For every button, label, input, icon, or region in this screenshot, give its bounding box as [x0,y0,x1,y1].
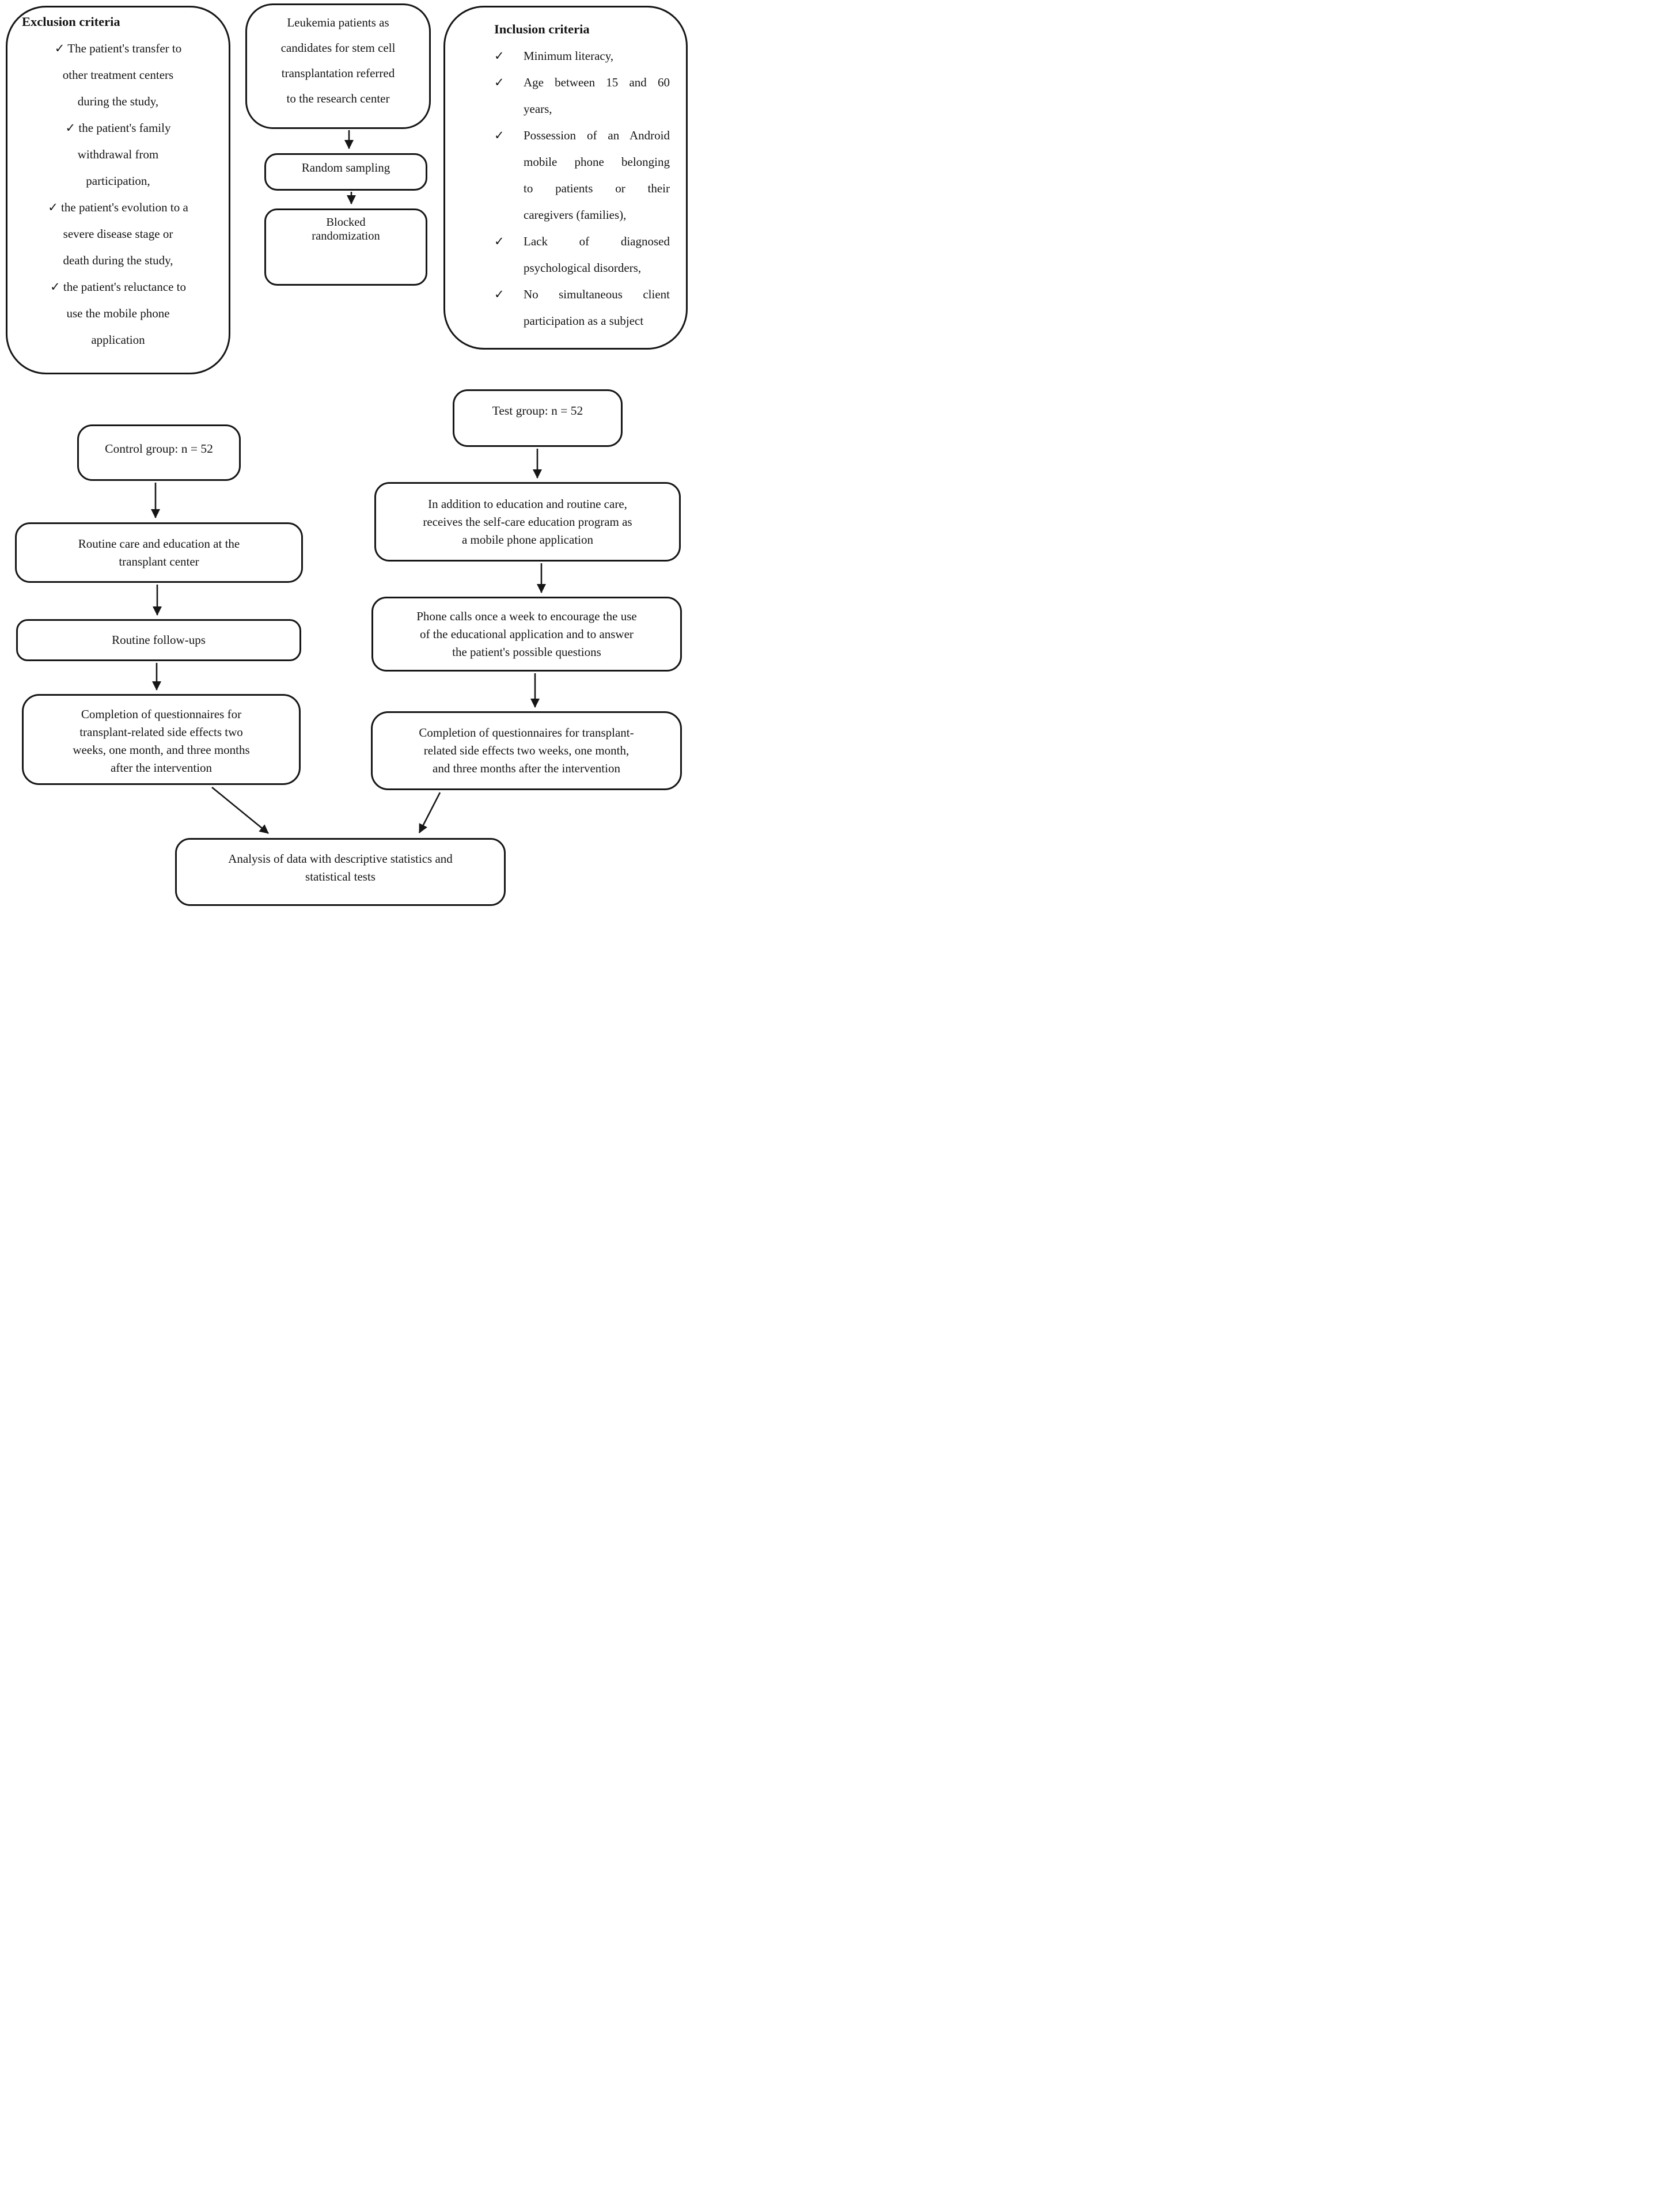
study-flow-diagram: Exclusion criteria ✓ The patient's trans… [0,0,691,909]
inclusion-item: ✓ Age between 15 and 60 years, [494,69,670,122]
exclusion-item: ✓ the patient's reluctance to use the mo… [50,280,186,347]
flow-node-test-intervention: In addition to education and routine car… [374,482,681,562]
check-icon: ✓ [54,41,65,55]
check-icon: ✓ [65,121,76,135]
check-icon: ✓ [494,128,505,142]
inclusion-criteria-box: Inclusion criteria ✓ Minimum literacy, ✓… [443,6,688,350]
check-icon: ✓ [494,234,505,248]
inclusion-item: ✓ No simultaneous client participation a… [494,281,670,334]
flow-node-control-group: Control group: n = 52 [77,424,241,481]
flow-node-random-sampling: Random sampling [264,153,427,191]
inclusion-item: ✓ Lack of diagnosed psychological disord… [494,228,670,281]
check-icon: ✓ [494,287,505,301]
exclusion-item: ✓ the patient's evolution to a severe di… [48,200,188,267]
inclusion-criteria-title: Inclusion criteria [494,22,590,36]
check-icon: ✓ [48,200,58,214]
inclusion-item: ✓ Minimum literacy, [494,43,670,69]
flow-node-test-group: Test group: n = 52 [453,389,623,447]
flow-node-phone-calls: Phone calls once a week to encourage the… [371,597,682,672]
exclusion-criteria-title: Exclusion criteria [22,14,120,29]
arrow-completion-test-to-analysis [418,792,441,833]
exclusion-item: ✓ The patient's transfer to other treatm… [54,41,182,108]
check-icon: ✓ [494,75,505,89]
flow-node-routine-followups: Routine follow-ups [16,619,301,661]
inclusion-item: ✓ Possession of an Android mobile phone … [494,122,670,228]
check-icon: ✓ [494,49,505,63]
exclusion-criteria-box: Exclusion criteria ✓ The patient's trans… [6,6,230,374]
arrow-completion-control-to-analysis [211,786,269,835]
check-icon: ✓ [50,280,60,294]
flow-node-completion-test: Completion of questionnaires for transpl… [371,711,682,790]
flow-node-analysis: Analysis of data with descriptive statis… [175,838,506,906]
